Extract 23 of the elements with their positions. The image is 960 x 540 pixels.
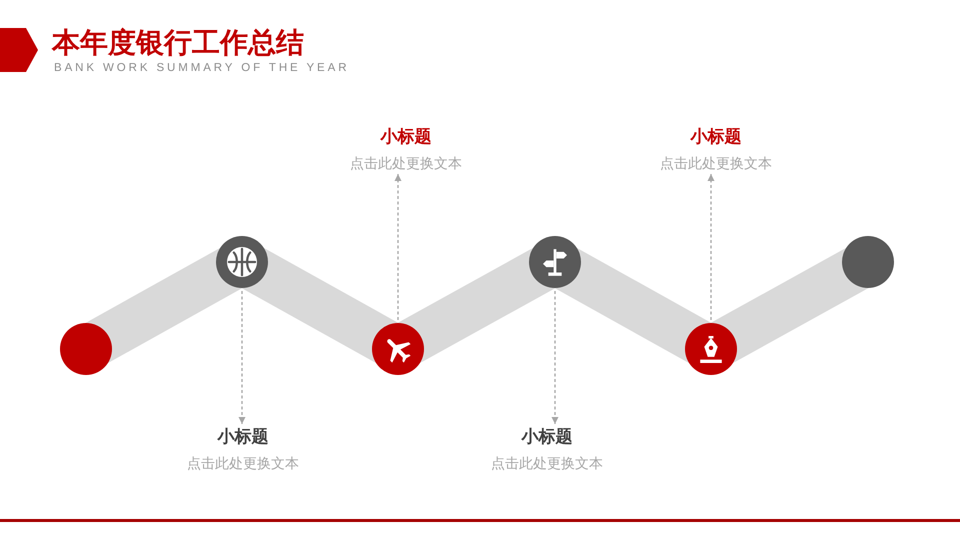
dotted-arrow bbox=[708, 174, 714, 320]
subtitle: BANK WORK SUMMARY OF THE YEAR bbox=[54, 63, 350, 74]
timeline-band bbox=[242, 252, 398, 360]
heading: 小标题 bbox=[690, 126, 742, 148]
body-text: 点击此处更换文本 bbox=[660, 154, 772, 172]
timeline-band bbox=[554, 252, 712, 360]
dotted-arrow bbox=[394, 174, 402, 320]
dotted-arrow bbox=[552, 291, 558, 424]
body-text: 点击此处更换文本 bbox=[350, 154, 462, 172]
timeline-band bbox=[398, 252, 556, 360]
heading: 小标题 bbox=[522, 426, 572, 448]
body-text: 点击此处更换文本 bbox=[491, 454, 603, 472]
timeline-band bbox=[86, 252, 242, 360]
milestone-circle bbox=[216, 236, 268, 288]
heading: 小标题 bbox=[218, 426, 268, 448]
milestone-circle bbox=[529, 236, 581, 288]
timeline-band bbox=[710, 252, 868, 360]
body-text: 点击此处更换文本 bbox=[187, 454, 299, 472]
heading: 小标题 bbox=[380, 126, 432, 148]
title: 本年度银行工作总结 bbox=[52, 29, 304, 57]
milestone-circle bbox=[60, 323, 112, 375]
dotted-arrow bbox=[238, 291, 246, 424]
milestone-circle bbox=[842, 236, 894, 288]
